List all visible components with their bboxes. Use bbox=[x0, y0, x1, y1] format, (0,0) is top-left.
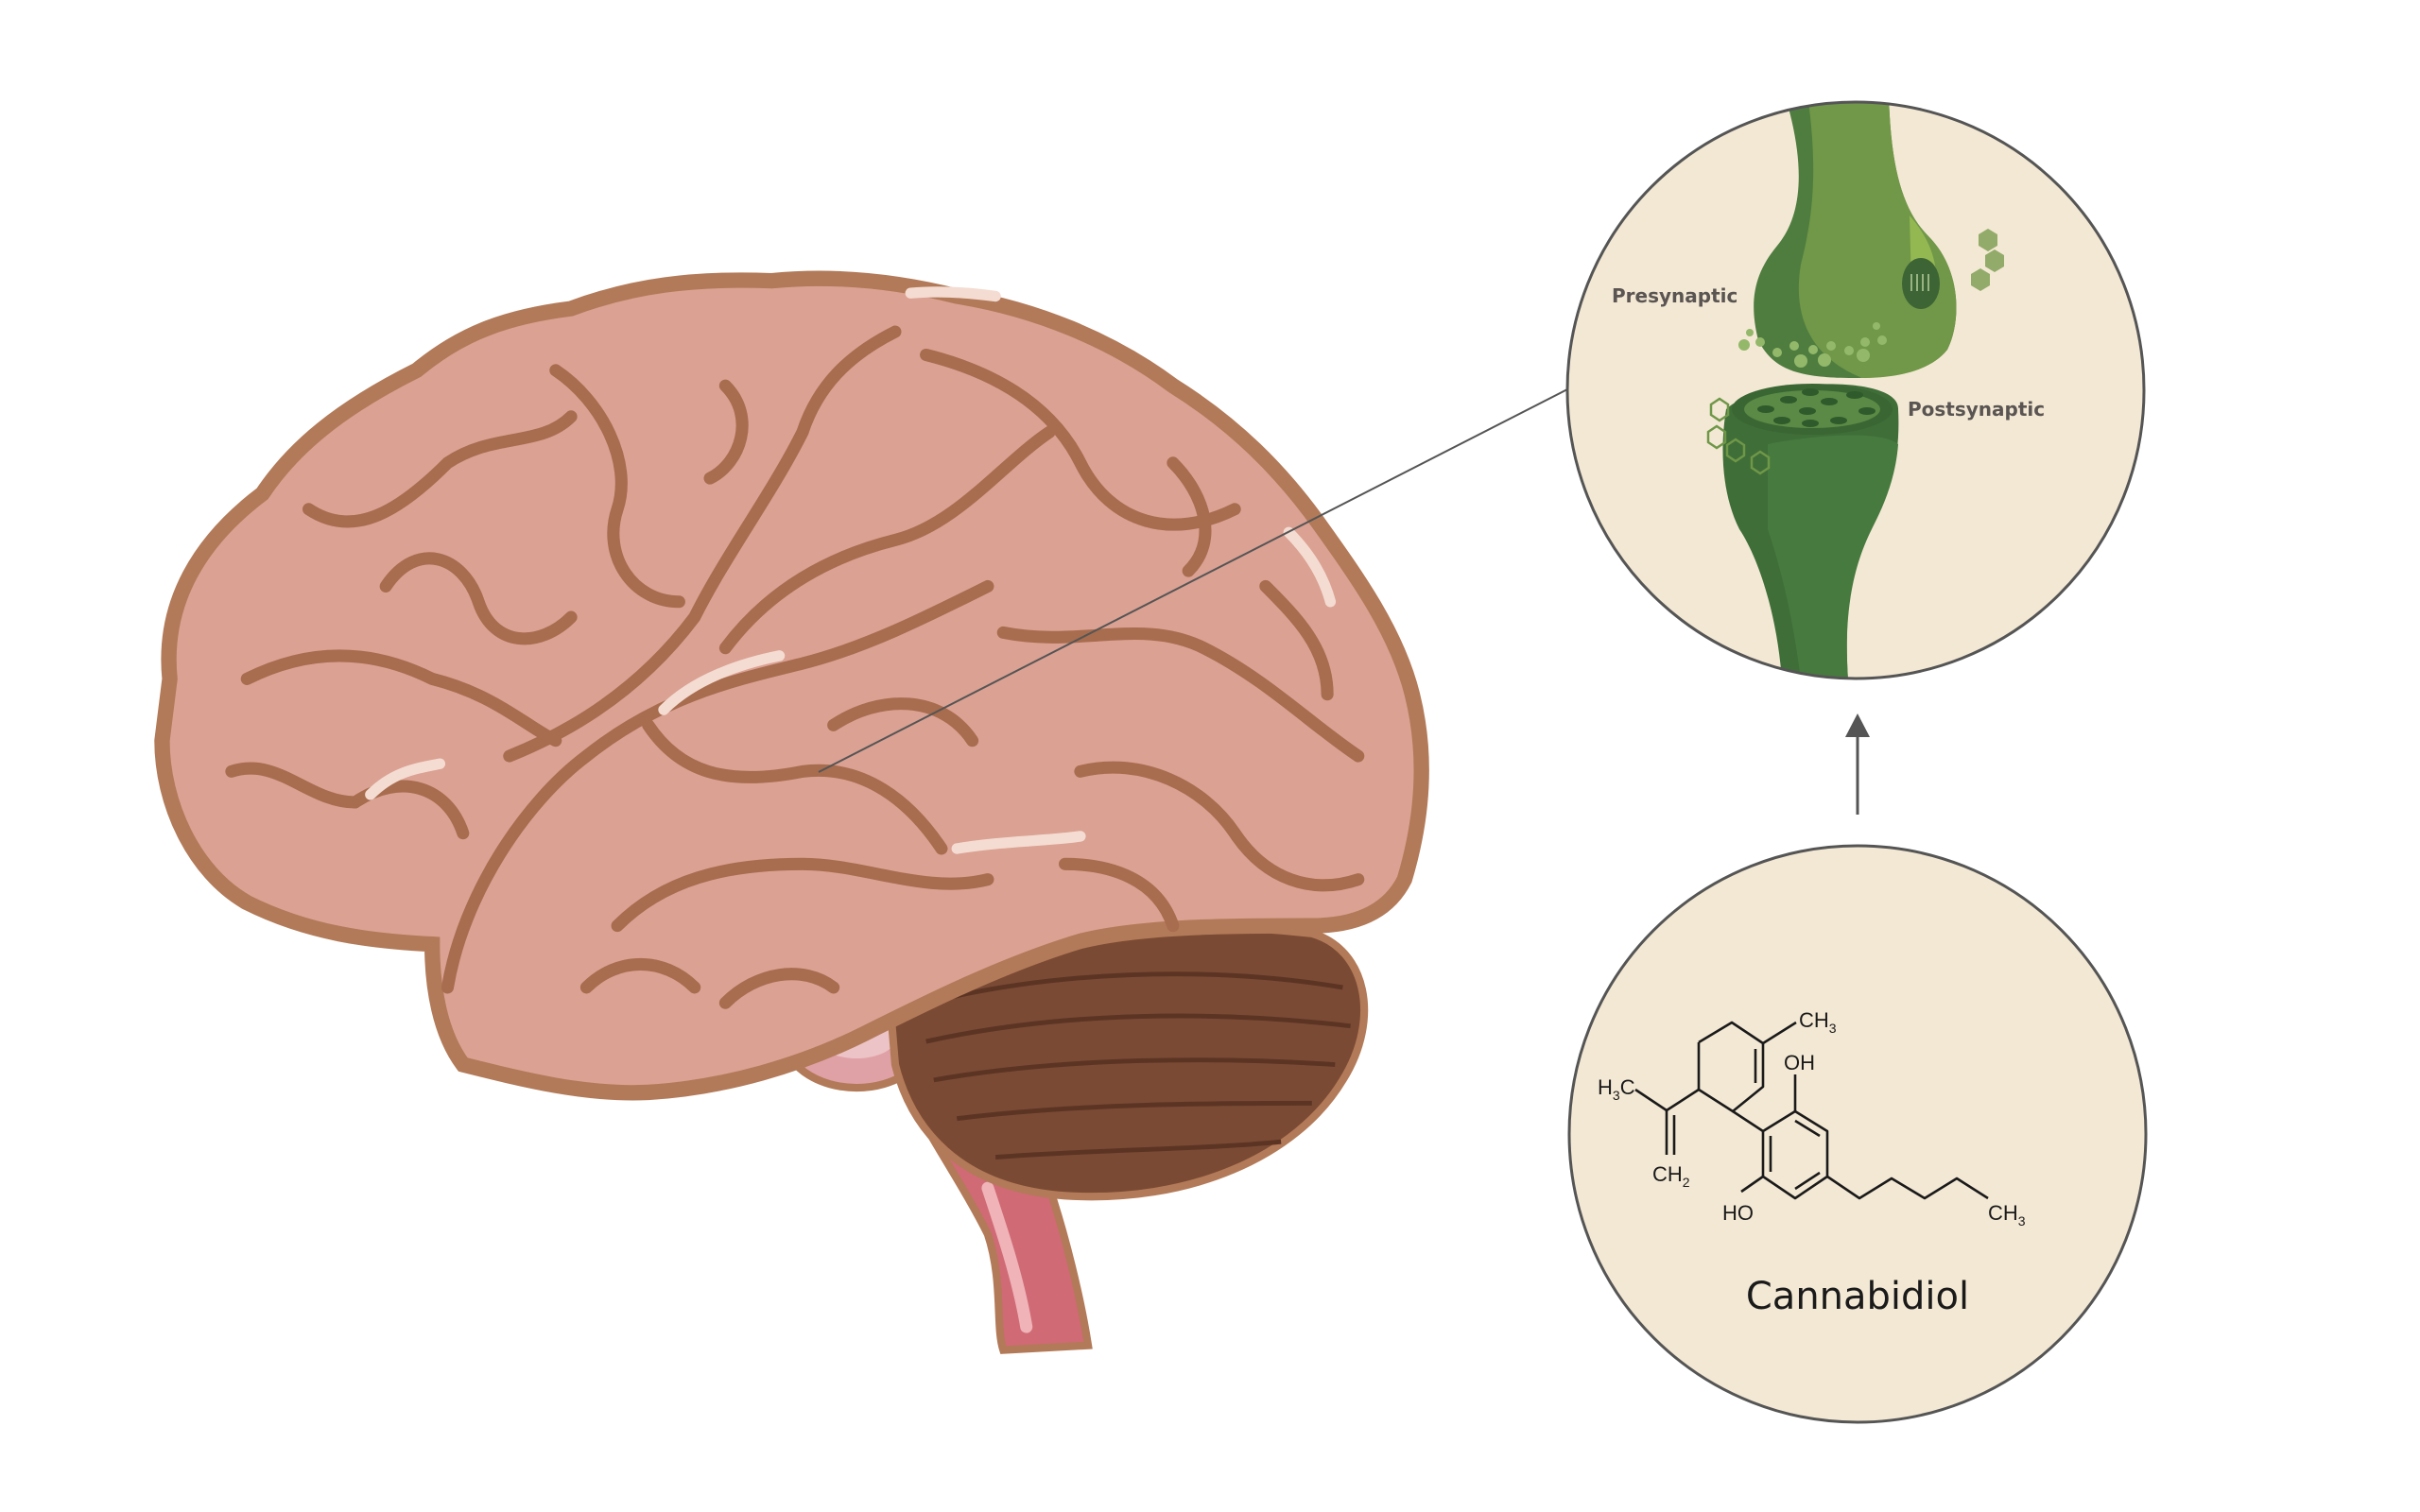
mitochondrion bbox=[1902, 258, 1940, 309]
ch3-tail-label: CH3 bbox=[1988, 1201, 2026, 1228]
up-arrow-icon bbox=[1845, 713, 1870, 815]
ho-label: HO bbox=[1722, 1201, 1754, 1225]
synapse-inset: Presynaptic Postsynaptic bbox=[1565, 100, 2146, 680]
zoom-connector-line bbox=[818, 388, 1568, 773]
brain-illustration bbox=[154, 270, 1429, 1354]
molecule-name: Cannabidiol bbox=[1746, 1275, 1969, 1318]
neurotransmitters bbox=[1738, 322, 1887, 368]
ch2-label: CH2 bbox=[1652, 1162, 1690, 1190]
presynaptic-label: Presynaptic bbox=[1612, 284, 1737, 307]
cannabidiol-structure bbox=[1634, 1021, 1989, 1200]
ch3-top-label: CH3 bbox=[1799, 1008, 1837, 1036]
cannabidiol-inset: CH3 OH H3C CH2 HO CH3 Cannabidiol bbox=[1567, 844, 2148, 1424]
h3c-label: H3C bbox=[1598, 1075, 1635, 1103]
postsynaptic-label: Postsynaptic bbox=[1908, 398, 2045, 421]
oh-label: OH bbox=[1784, 1051, 1815, 1074]
